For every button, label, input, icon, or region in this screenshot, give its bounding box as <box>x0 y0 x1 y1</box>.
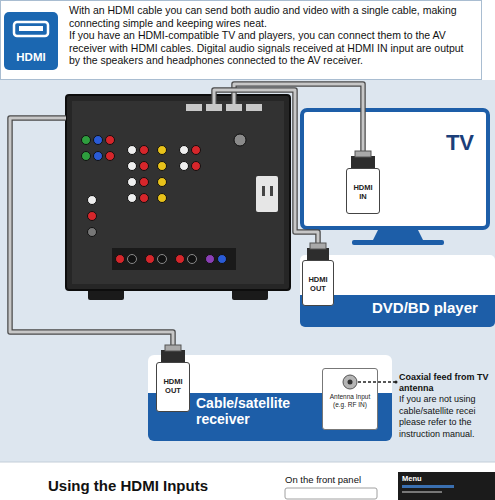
jack <box>88 212 97 221</box>
coax-jack <box>343 375 357 389</box>
device-box: Cable/satellite receiver HDMI OUT Antenna … <box>148 355 392 441</box>
jack <box>88 228 97 237</box>
receiver-inset <box>72 101 284 284</box>
hdmi-port <box>246 104 262 111</box>
front-panel-sketch <box>285 488 377 499</box>
intro-box: With an HDMI cable you can send both aud… <box>0 0 482 80</box>
panel-caption: On the front panel <box>285 474 395 485</box>
device-name: TV <box>304 130 474 156</box>
plug-tip <box>165 345 181 351</box>
jack <box>158 194 167 203</box>
speaker-terminal <box>158 255 167 264</box>
port-label: Antenna Input (e.g. RF IN) <box>325 393 375 409</box>
device-name: DVD/BD player <box>372 299 495 317</box>
menu-line <box>402 491 442 493</box>
hdmi-port <box>186 104 202 111</box>
power-outlet <box>256 176 278 212</box>
jack <box>128 178 137 187</box>
speaker-terminal <box>176 255 185 264</box>
receiver-panel <box>66 95 290 290</box>
hdmi-cable <box>214 90 318 244</box>
device-box: DVD/BD player HDMI OUT <box>300 255 495 327</box>
device-name: Cable/satellite receiver <box>196 395 316 427</box>
section-divider <box>0 462 495 463</box>
menu-highlight <box>402 485 454 488</box>
hdmi-plug: HDMI OUT <box>302 260 334 306</box>
outlet-slot <box>270 186 273 196</box>
menu-label: Menu <box>402 474 482 483</box>
speaker-terminal <box>146 255 155 264</box>
port-label: HDMI OUT <box>159 377 187 395</box>
outlet-slot <box>262 186 265 196</box>
jack <box>94 152 103 161</box>
plug-head <box>161 350 185 362</box>
speaker-terminal <box>206 255 215 264</box>
jack <box>88 196 97 205</box>
antenna-input: Antenna Input (e.g. RF IN) <box>322 368 378 430</box>
intro-paragraph: With an HDMI cable you can send both aud… <box>69 4 475 29</box>
speaker-terminal <box>128 255 137 264</box>
jack <box>128 194 137 203</box>
icon-label: HDMI <box>4 50 58 64</box>
note-text: If you are not using cable/satellite rec… <box>399 394 495 440</box>
jack <box>158 162 167 171</box>
coax-feed-end <box>395 381 398 384</box>
jack <box>128 146 137 155</box>
intro-paragraph: If you have an HDMI-compatible TV and pl… <box>69 29 475 67</box>
port-label: HDMI OUT <box>305 275 331 293</box>
speaker-terminal <box>116 255 125 264</box>
menu-screen <box>398 472 495 500</box>
jack <box>82 152 91 161</box>
hdmi-plug: HDMI IN <box>346 168 380 214</box>
jack <box>140 194 149 203</box>
hdmi-cable-core <box>234 84 363 152</box>
section-heading: Using the HDMI Inputs <box>48 477 278 495</box>
coax-feed-line <box>358 381 395 383</box>
plug-head <box>351 156 375 168</box>
jack <box>158 178 167 187</box>
jack <box>128 162 137 171</box>
hdmi-cable-core <box>10 118 173 346</box>
antenna-jack <box>234 134 246 146</box>
jack <box>82 136 91 145</box>
tv-screen: TV HDMI IN <box>300 108 490 230</box>
jack <box>192 146 201 155</box>
coax-pin <box>348 380 353 385</box>
jack <box>106 136 115 145</box>
hdmi-cable-core <box>214 90 318 244</box>
jack <box>180 162 189 171</box>
jack <box>140 146 149 155</box>
plug-head <box>307 248 329 260</box>
hdmi-icon: HDMI <box>4 12 58 70</box>
speaker-terminal <box>188 255 197 264</box>
port-label: HDMI IN <box>349 183 377 201</box>
hdmi-symbol <box>14 22 48 36</box>
plug-tip <box>310 243 326 249</box>
hdmi-port <box>226 104 242 111</box>
diagram-background <box>0 80 495 462</box>
jack <box>158 146 167 155</box>
hdmi-cable <box>234 84 363 152</box>
jack <box>192 162 201 171</box>
hdmi-plug: HDMI OUT <box>156 362 190 412</box>
plug-tip <box>355 151 371 157</box>
tv-stand-base <box>352 240 444 245</box>
jack <box>106 152 115 161</box>
speaker-terminal <box>218 255 227 264</box>
jack <box>140 178 149 187</box>
jack <box>140 162 149 171</box>
speaker-terminal-block <box>112 248 236 270</box>
hdmi-symbol-pins <box>19 26 43 31</box>
note-text: Coaxial feed from TV antenna <box>399 372 495 394</box>
hdmi-port <box>206 104 222 111</box>
jack <box>180 146 189 155</box>
jack <box>94 136 103 145</box>
hdmi-cable <box>10 118 173 346</box>
